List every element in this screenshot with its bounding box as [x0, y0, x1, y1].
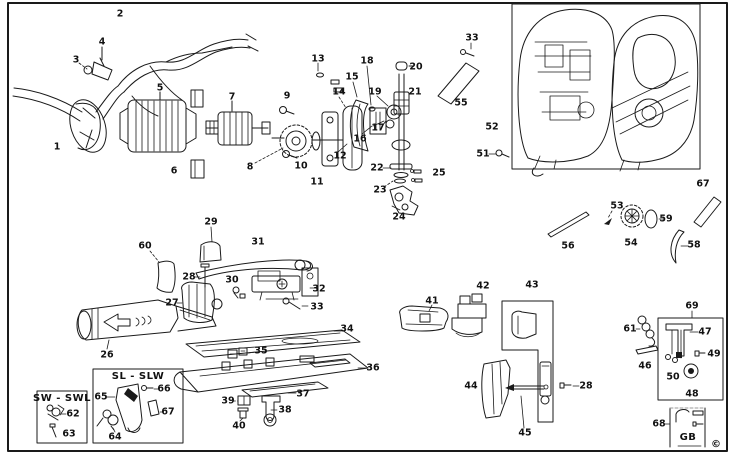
- part-label-53: 53: [610, 200, 624, 212]
- part-label-52: 52: [485, 121, 499, 133]
- part-label-4: 4: [98, 36, 106, 48]
- part-label-18: 18: [360, 55, 374, 67]
- armature-art: [205, 100, 271, 146]
- part-label-21: 21: [408, 86, 422, 98]
- part-label-50: 50: [666, 371, 680, 383]
- part-label-37: 37: [296, 388, 310, 400]
- part-label-11: 11: [310, 176, 324, 188]
- box-title-sl-slw: SL - SLW: [111, 371, 165, 382]
- guide-assembly-art: [149, 226, 361, 358]
- part-label-66: 66: [157, 383, 171, 395]
- part-label-33-2: 33: [310, 301, 324, 313]
- part-label-64: 64: [108, 431, 122, 443]
- part-label-20: 20: [409, 61, 423, 73]
- part-label-65: 65: [94, 391, 108, 403]
- part-label-31: 31: [251, 236, 265, 248]
- part-label-60: 60: [138, 240, 152, 252]
- gearbox-art: [254, 62, 363, 171]
- part-label-24: 24: [392, 211, 406, 223]
- part-label-30: 30: [225, 274, 239, 286]
- part-label-56: 56: [561, 240, 575, 252]
- part-label-28: 28: [182, 271, 196, 283]
- part-label-39: 39: [221, 395, 235, 407]
- part-label-46: 46: [638, 360, 652, 372]
- motor-stator-art: [119, 89, 205, 179]
- part-label-7: 7: [228, 91, 236, 103]
- plunger-rod-art: [382, 61, 423, 216]
- part-label-12: 12: [333, 150, 347, 162]
- part-label-27: 27: [165, 297, 179, 309]
- part-label-10: 10: [294, 160, 308, 172]
- part-label-8: 8: [246, 161, 254, 173]
- switch-area-art: [399, 293, 580, 429]
- part-label-41: 41: [425, 295, 439, 307]
- part-label-40: 40: [232, 420, 246, 432]
- part-label-69: 69: [685, 300, 699, 312]
- cord-set-art: [12, 33, 259, 153]
- part-label-43: 43: [525, 279, 539, 291]
- dial-parts-art: [547, 196, 722, 264]
- part-label-34: 34: [340, 323, 354, 335]
- part-label-26: 26: [100, 349, 114, 361]
- part-label-14: 14: [332, 86, 346, 98]
- housing-box-art: [437, 3, 701, 177]
- part-label-38: 38: [278, 404, 292, 416]
- sw-swl-box-art: [36, 390, 88, 444]
- part-label-1: 1: [53, 141, 61, 153]
- sl-slw-box-art: [92, 368, 184, 444]
- part-label-13: 13: [311, 53, 325, 65]
- part-label-29: 29: [204, 216, 218, 228]
- part-label-47: 47: [698, 326, 712, 338]
- part-label-6: 6: [170, 165, 178, 177]
- part-label-32: 32: [312, 283, 326, 295]
- box-title-sw-swl: SW - SWL: [33, 393, 91, 404]
- box-title-gb: GB: [679, 432, 697, 443]
- shoe-assembly-art: [76, 299, 369, 427]
- copyright-mark: ©: [711, 439, 721, 450]
- part-label-9: 9: [283, 90, 291, 102]
- part-label-61: 61: [623, 323, 637, 335]
- part-label-17: 17: [371, 122, 385, 134]
- part-label-49: 49: [707, 348, 721, 360]
- part-label-33: 33: [465, 32, 479, 44]
- part-label-59: 59: [659, 213, 673, 225]
- part-label-67: 67: [161, 406, 175, 418]
- page-border: [7, 2, 728, 452]
- part-label-16: 16: [353, 133, 367, 145]
- part-label-68: 68: [652, 418, 666, 430]
- rip-fence-kit-art: [635, 310, 724, 448]
- part-label-28-2: 28: [579, 380, 593, 392]
- part-label-15: 15: [345, 71, 359, 83]
- part-label-44: 44: [464, 380, 478, 392]
- part-label-62: 62: [66, 408, 80, 420]
- part-label-2: 2: [116, 8, 124, 20]
- part-label-19: 19: [368, 86, 382, 98]
- part-label-35: 35: [254, 345, 268, 357]
- part-label-23: 23: [373, 184, 387, 196]
- part-label-55: 55: [454, 97, 468, 109]
- part-label-25: 25: [432, 167, 446, 179]
- part-label-67-2: 67: [696, 178, 710, 190]
- part-label-45: 45: [518, 427, 532, 439]
- part-label-63: 63: [62, 428, 76, 440]
- part-label-58: 58: [687, 239, 701, 251]
- part-label-22: 22: [370, 162, 384, 174]
- part-label-36: 36: [366, 362, 380, 374]
- part-label-51: 51: [476, 148, 490, 160]
- part-label-5: 5: [156, 82, 164, 94]
- part-label-48: 48: [685, 388, 699, 400]
- part-label-54: 54: [624, 237, 638, 249]
- part-label-3: 3: [72, 54, 80, 66]
- part-label-42: 42: [476, 280, 490, 292]
